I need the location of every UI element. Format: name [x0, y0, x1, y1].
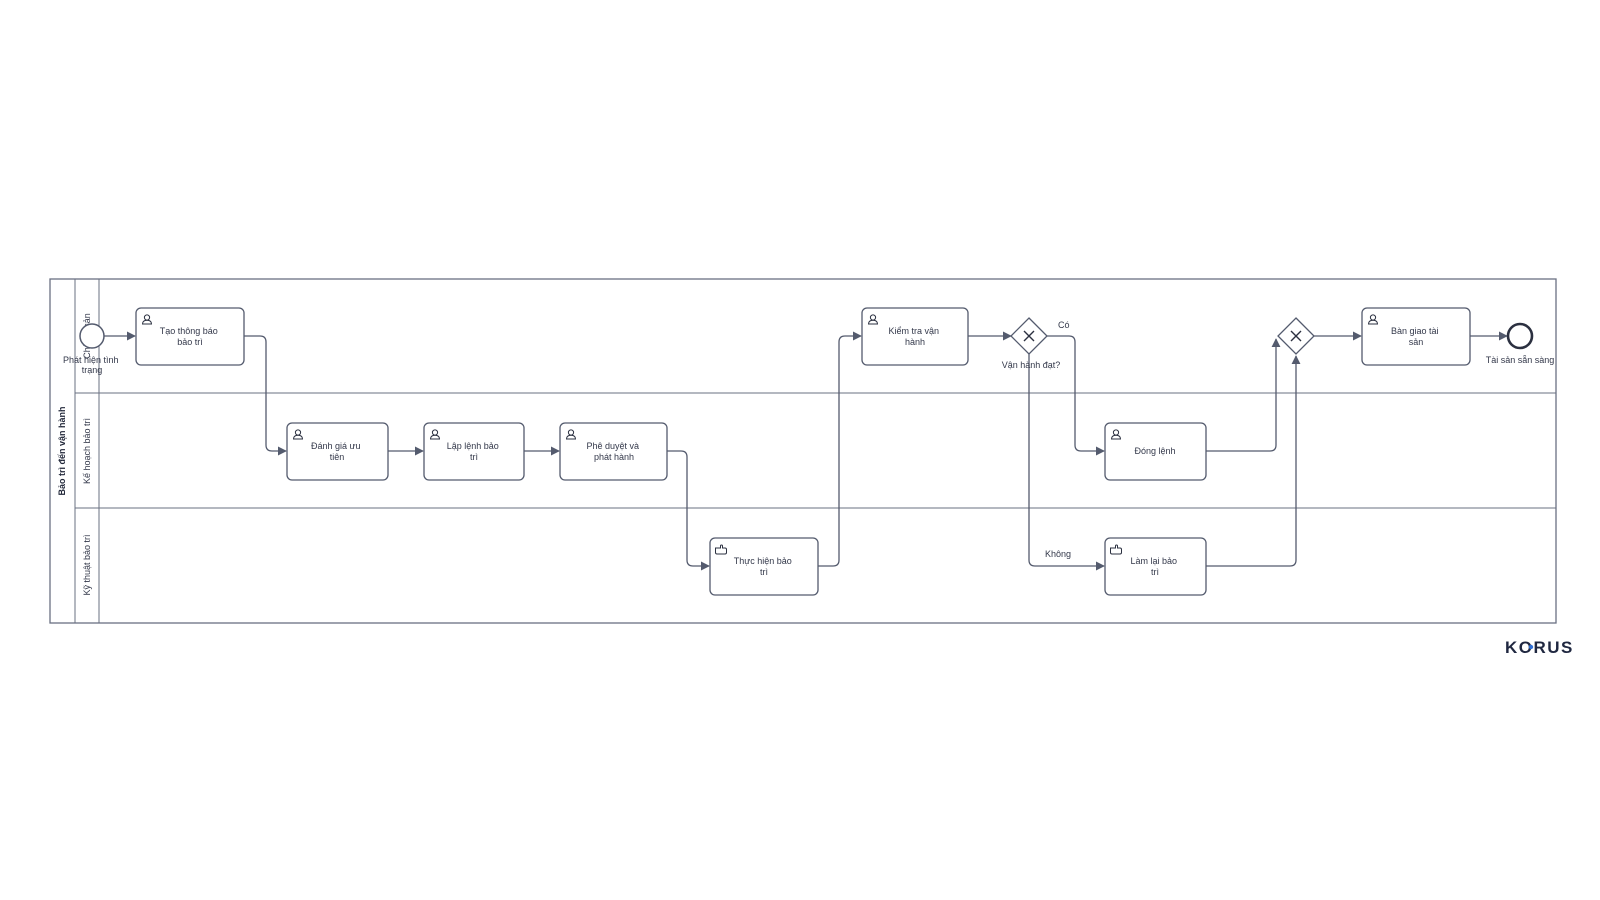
lane-title-plan: Kế hoạch bảo trì [82, 418, 92, 484]
flow-t5-t6[interactable] [818, 331, 862, 567]
task-box[interactable] [286, 422, 389, 481]
end-event-label: Tài sản sẵn sàng [1486, 355, 1555, 365]
user-task-icon [141, 314, 153, 325]
task-kiem-tra-van-hanh[interactable]: Kiểm tra vận hành [861, 307, 969, 366]
flow-label-no: Không [1045, 549, 1071, 559]
task-box[interactable] [423, 422, 525, 481]
task-label-line-2: trì [1151, 567, 1159, 577]
task-label-line-1: Đóng lệnh [1134, 446, 1175, 456]
end-event[interactable]: Tài sản sẵn sàng [1486, 322, 1555, 365]
task-box[interactable] [135, 307, 245, 366]
task-label-line-2: trì [760, 567, 768, 577]
task-label: Bàn giao tài sản [1391, 326, 1441, 347]
flow-g1-t7-yes[interactable] [1047, 335, 1105, 456]
gateway-g1[interactable]: Vận hành đạt? [1002, 317, 1061, 370]
manual-task-icon [715, 544, 727, 555]
task-box[interactable] [861, 307, 969, 366]
user-task-icon [867, 314, 879, 325]
task-label-line-2: phát hành [594, 452, 634, 462]
task-label-line-1: Kiểm tra vận [888, 326, 939, 336]
task-label-line-1: Lập lệnh bảo [447, 441, 499, 451]
exclusive-x-icon [1290, 330, 1302, 342]
task-dong-lenh[interactable]: Đóng lệnh [1104, 422, 1207, 481]
flow-t1-t2[interactable] [244, 335, 287, 456]
task-lap-lenh-bao-tri[interactable]: Lập lệnh bảo trì [423, 422, 525, 481]
pool-title: Bảo trì đến vận hành [57, 406, 67, 495]
user-task-icon [429, 429, 441, 440]
exclusive-x-icon [1023, 330, 1035, 342]
manual-task-icon [1110, 544, 1122, 555]
start-event-label: Phát hiện tình trạng [63, 355, 121, 375]
start-event-label-line-1: Phát hiện tình [63, 355, 119, 365]
flow-t4-t5[interactable] [667, 450, 710, 571]
task-label-line-2: tiên [330, 452, 345, 462]
task-label-line-1: Tạo thông báo [160, 326, 218, 336]
task-tao-thong-bao[interactable]: Tạo thông báo bảo trì [135, 307, 245, 366]
user-task-icon [1367, 314, 1379, 325]
user-task-icon [565, 429, 577, 440]
sequence-flows [104, 331, 1508, 571]
task-label-line-1: Thực hiện bảo [734, 556, 792, 566]
task-thuc-hien-bao-tri[interactable]: Thực hiện bảo trì [709, 537, 819, 596]
gateway-g2[interactable] [1277, 317, 1315, 355]
task-label-line-2: bảo trì [177, 337, 203, 347]
logo-accent-dot [1528, 644, 1534, 650]
korus-logo: KORUS [1505, 638, 1574, 657]
task-label: Phê duyệt và phát hành [586, 441, 641, 462]
end-event-circle[interactable] [1506, 322, 1534, 350]
task-ban-giao-tai-san[interactable]: Bàn giao tài sản [1361, 307, 1471, 366]
task-lam-lai-bao-tri[interactable]: Làm lại bảo trì [1104, 537, 1207, 596]
task-label: Lập lệnh bảo trì [447, 441, 502, 462]
task-label-line-2: hành [905, 337, 925, 347]
task-box[interactable] [1361, 307, 1471, 366]
flow-g1-t8-no[interactable] [1028, 354, 1105, 571]
task-box[interactable] [709, 537, 819, 596]
task-label: Kiểm tra vận hành [888, 326, 941, 347]
task-label: Tạo thông báo bảo trì [160, 326, 221, 347]
user-task-icon [1110, 429, 1122, 440]
lane-title-tech: Kỹ thuật bảo trì [82, 534, 92, 595]
task-box[interactable] [559, 422, 668, 481]
flow-t7-g2[interactable] [1206, 338, 1281, 452]
task-label-line-1: Đánh giá ưu [311, 441, 361, 451]
task-phe-duyet-phat-hanh[interactable]: Phê duyệt và phát hành [559, 422, 668, 481]
task-label: Làm lại bảo trì [1130, 556, 1179, 577]
user-task-icon [292, 429, 304, 440]
task-label: Thực hiện bảo trì [734, 556, 795, 577]
task-label: Đóng lệnh [1134, 446, 1175, 456]
task-label-line-1: Phê duyệt và [586, 441, 639, 451]
logo-text: KORUS [1505, 638, 1574, 657]
task-danh-gia-uu-tien[interactable]: Đánh giá ưu tiên [286, 422, 389, 481]
task-box[interactable] [1104, 422, 1207, 481]
task-box[interactable] [1104, 537, 1207, 596]
flow-t8-g2[interactable] [1206, 355, 1301, 567]
task-label-line-1: Bàn giao tài [1391, 326, 1439, 336]
task-label-line-2: trì [470, 452, 478, 462]
task-label-line-2: sản [1409, 337, 1424, 347]
gateway-g1-label: Vận hành đạt? [1002, 360, 1061, 370]
end-event-label-line-1: Tài sản sẵn sàng [1486, 355, 1555, 365]
task-label-line-1: Làm lại bảo [1130, 556, 1177, 566]
start-event-label-line-2: trạng [82, 365, 103, 375]
task-label: Đánh giá ưu tiên [311, 441, 363, 462]
start-event[interactable]: Phát hiện tình trạng [63, 323, 121, 375]
start-event-circle[interactable] [79, 323, 105, 349]
flow-label-yes: Có [1058, 320, 1070, 330]
